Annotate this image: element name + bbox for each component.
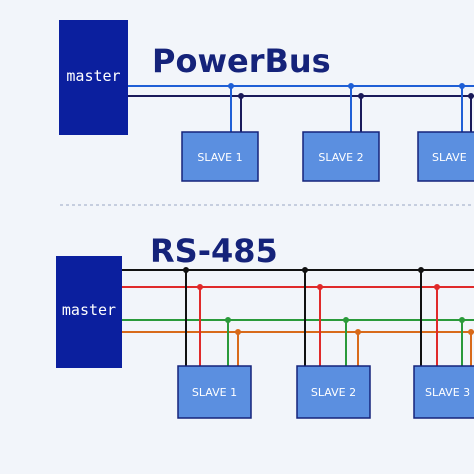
powerbus-title: PowerBus (152, 42, 331, 80)
powerbus-slave-2: SLAVE 2 (302, 131, 380, 182)
rs485-slave-1: SLAVE 1 (177, 365, 252, 419)
powerbus-junction (228, 83, 234, 89)
powerbus-slave-box (302, 131, 380, 182)
powerbus-slave-label: SLAVE 1 (197, 151, 242, 164)
rs485-junction (302, 267, 308, 273)
powerbus-junction (459, 83, 465, 89)
powerbus-slave-1: SLAVE 1 (181, 131, 259, 182)
rs485-slave-label: SLAVE 1 (192, 386, 237, 399)
powerbus-slave-box (417, 131, 474, 182)
rs485-master-label: master (62, 301, 116, 319)
rs485-junction (197, 284, 203, 290)
rs485-slave-label: SLAVE 3 (425, 386, 470, 399)
powerbus-slave-label: SLAVE 2 (318, 151, 363, 164)
rs485-junction (459, 317, 465, 323)
powerbus-junction (238, 93, 244, 99)
powerbus-junction (348, 83, 354, 89)
rs485-junction (343, 317, 349, 323)
rs485-section: RS-485 master (56, 232, 474, 419)
rs485-junction (468, 329, 474, 335)
rs485-slave-3: SLAVE 3 (413, 365, 474, 419)
rs485-junction (418, 267, 424, 273)
rs485-title: RS-485 (150, 232, 278, 270)
rs485-junction (225, 317, 231, 323)
rs485-slave-label: SLAVE 2 (311, 386, 356, 399)
powerbus-master-label: master (66, 67, 120, 85)
rs485-slave-box (177, 365, 252, 419)
rs485-slave-box (296, 365, 371, 419)
rs485-junction (317, 284, 323, 290)
powerbus-junction (358, 93, 364, 99)
rs485-master: master (56, 256, 122, 368)
powerbus-slave-3: SLAVE (417, 131, 474, 182)
powerbus-master: master (59, 20, 128, 135)
powerbus-master-block (59, 20, 128, 135)
rs485-junction (434, 284, 440, 290)
powerbus-section: PowerBus master SLAVE 1 SLAVE (59, 20, 474, 182)
powerbus-slave-label: SLAVE (432, 151, 467, 164)
powerbus-slave-box (181, 131, 259, 182)
rs485-junction (355, 329, 361, 335)
rs485-junction (183, 267, 189, 273)
rs485-slave-2: SLAVE 2 (296, 365, 371, 419)
powerbus-junction (468, 93, 474, 99)
rs485-junction (235, 329, 241, 335)
rs485-slave-box (413, 365, 474, 419)
rs485-master-block (56, 256, 122, 368)
